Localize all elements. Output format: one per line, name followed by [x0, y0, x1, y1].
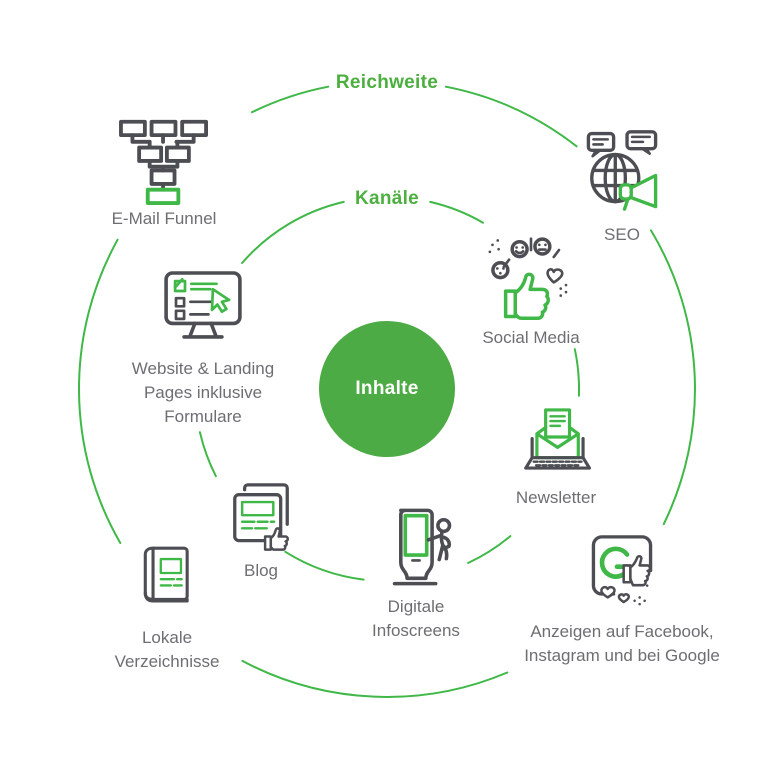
center-circle: Inhalte: [319, 321, 455, 457]
book-icon: [143, 546, 189, 603]
node-email-funnel: E-Mail Funnel: [112, 116, 216, 231]
node-label: Newsletter: [515, 488, 597, 507]
node-lokale-verzeichnisse: Lokale Verzeichnisse: [115, 542, 219, 674]
node-seo: SEO: [580, 128, 664, 247]
inner-ring-label: Kanäle: [354, 188, 420, 209]
email-funnel-icon: [119, 119, 208, 205]
node-label: Anzeigen auf Facebook, Instagram und bei…: [524, 622, 720, 665]
center-circle-label: Inhalte: [355, 378, 419, 399]
node-infoscreens: Digitale Infoscreens: [371, 505, 461, 643]
pages-thumbs-up-icon: [233, 483, 289, 551]
node-label: Website & Landing Pages inklusive Formul…: [131, 359, 275, 426]
node-website: Website & Landing Pages inklusive Formul…: [132, 264, 274, 429]
globe-megaphone-icon: [586, 130, 658, 211]
node-label: E-Mail Funnel: [111, 209, 217, 228]
node-blog: Blog: [220, 475, 302, 583]
node-label: Blog: [243, 561, 279, 580]
kiosk-person-icon: [392, 508, 452, 586]
thumbs-up-emojis-icon: [488, 237, 568, 320]
node-social-media: Social Media: [482, 236, 580, 350]
laptop-envelope-icon: [524, 408, 592, 470]
node-label: Social Media: [482, 328, 580, 347]
monitor-form-cursor-icon: [164, 271, 242, 339]
node-label: Digitale Infoscreens: [372, 597, 460, 640]
node-newsletter: Newsletter: [516, 402, 596, 510]
google-ads-thumbs-up-icon: [591, 535, 653, 606]
node-anzeigen: Anzeigen auf Facebook, Instagram und bei…: [524, 530, 720, 668]
node-label: Lokale Verzeichnisse: [114, 628, 220, 671]
outer-ring-label: Reichweite: [335, 72, 439, 93]
node-label: SEO: [604, 225, 640, 244]
